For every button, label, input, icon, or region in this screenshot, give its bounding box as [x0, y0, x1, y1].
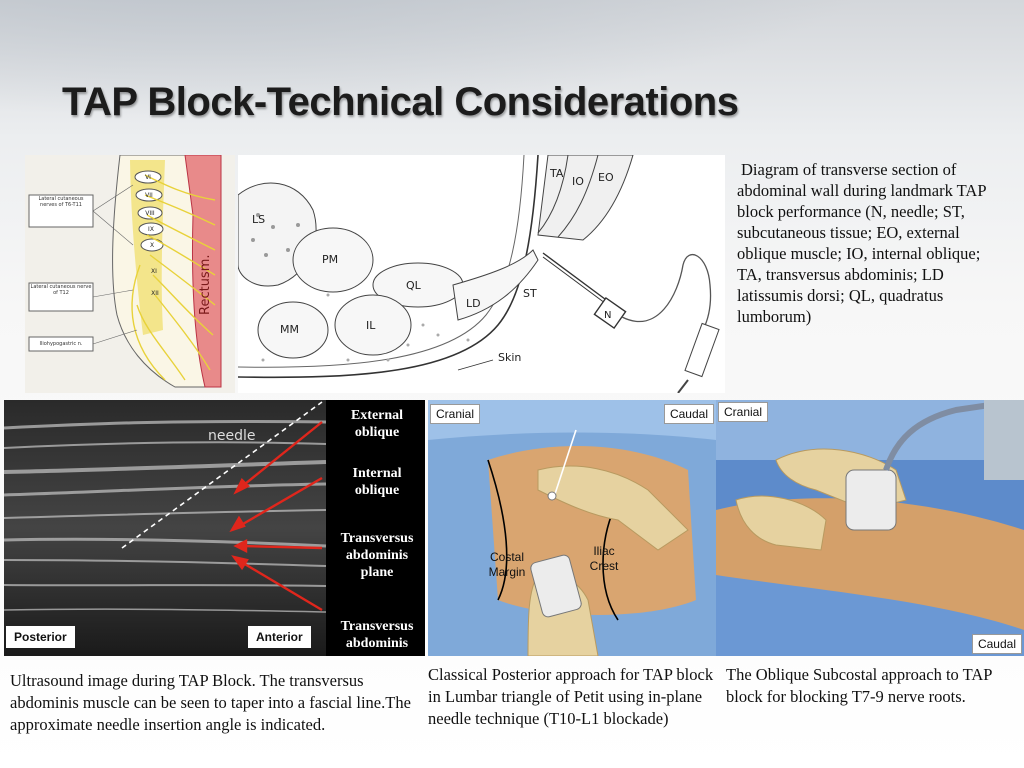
nerve-diagram-figure: VI VII VIII IX X XI XII Rectusm. Lateral… [25, 155, 235, 393]
n-label: N [604, 310, 611, 321]
costal-margin-label: Costal Margin [488, 550, 526, 579]
ultrasound-image: needle External oblique Internal oblique… [4, 400, 425, 656]
posterior-label: Posterior [6, 626, 75, 648]
callout-lateral-t6-t11: Lateral cutaneous nerves of T6-T11 [38, 196, 84, 208]
il-label: IL [366, 319, 376, 332]
segment-label: XII [151, 290, 159, 297]
mm-label: MM [280, 323, 299, 336]
rectus-label: Rectusm. [198, 255, 213, 316]
background-swoosh [0, 0, 1024, 150]
ultrasound-caption: Ultrasound image during TAP Block. The t… [10, 671, 411, 734]
st-label: ST [523, 287, 537, 300]
segment-label: VI [145, 174, 151, 181]
caudal-label: Caudal [663, 404, 714, 424]
label-internal-oblique: Internal oblique [332, 462, 422, 502]
subcostal-approach-figure [716, 400, 1024, 656]
pm-label: PM [322, 253, 338, 266]
ls-label: LS [252, 213, 265, 226]
skin-label: Skin [498, 351, 521, 364]
nerve-diagram: VI VII VIII IX X XI XII Rectusm. Lateral… [25, 155, 235, 393]
ultrasound-figure: needle [4, 400, 327, 656]
slide-title: TAP Block-Technical Considerations [62, 80, 739, 124]
callout-iliohypogastric: Iliohypogastric n. [39, 341, 83, 347]
ta-label: TA [549, 167, 564, 180]
cranial-label: Cranial [718, 402, 769, 422]
needle-label: needle [208, 428, 256, 444]
segment-label: X [150, 242, 154, 249]
cross-section-caption: Diagram of transverse section of abdomin… [737, 160, 986, 326]
eo-label: EO [598, 171, 614, 184]
callout-lateral-t12: Lateral cutaneous nerve of T12 [30, 284, 92, 296]
label-external-oblique: External oblique [332, 404, 422, 444]
ld-label: LD [466, 297, 481, 310]
posterior-approach-photo: Cranial Caudal Costal Margin Iliac Crest [428, 400, 716, 656]
label-transversus-abdominis: Transversus abdominis [332, 616, 422, 652]
posterior-approach-caption: Classical Posterior approach for TAP blo… [428, 665, 714, 728]
cross-section-diagram: TA IO EO LS PM QL LD MM IL ST [238, 155, 725, 393]
label-tap-plane: Transversus abdominis plane [332, 528, 422, 582]
segment-label: VII [145, 192, 153, 199]
posterior-approach-figure [428, 400, 716, 656]
segment-label: IX [148, 226, 154, 233]
caudal-label: Caudal [971, 634, 1022, 654]
segment-label: VIII [145, 210, 155, 217]
io-label: IO [572, 175, 584, 188]
cross-section-figure: TA IO EO LS PM QL LD MM IL ST [238, 155, 725, 393]
anterior-label: Anterior [248, 626, 311, 648]
cranial-label: Cranial [430, 404, 481, 424]
subcostal-approach-photo: Cranial Caudal [716, 400, 1024, 656]
ql-label: QL [406, 279, 422, 292]
segment-label: XI [151, 268, 157, 275]
subcostal-approach-caption: The Oblique Subcostal approach to TAP bl… [726, 665, 992, 706]
iliac-crest-label: Iliac Crest [589, 544, 619, 573]
